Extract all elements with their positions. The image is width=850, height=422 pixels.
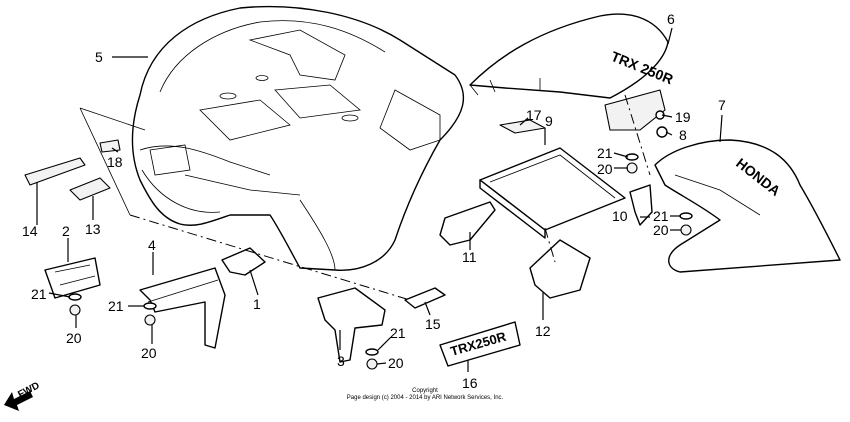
callout-8: 8 (679, 127, 687, 143)
callout-1: 1 (253, 296, 261, 312)
callout-15: 15 (425, 316, 441, 332)
small-label (99, 139, 121, 153)
callout-20-b: 20 (141, 345, 157, 361)
callout-9: 9 (545, 113, 553, 129)
callout-17: 17 (526, 107, 542, 123)
mount-bracket-3 (317, 287, 386, 363)
callout-4: 4 (148, 237, 156, 253)
mount-bracket-1 (221, 247, 266, 276)
callout-11: 11 (462, 249, 477, 265)
grommets (68, 153, 693, 370)
callout-20-d: 20 (597, 161, 613, 177)
callout-21-a: 21 (31, 286, 47, 302)
callout-19: 19 (675, 109, 691, 125)
tool-box (479, 147, 626, 239)
callout-20-e: 20 (653, 222, 669, 238)
side-plate (69, 177, 111, 201)
callout-numbers: 5 6 7 19 8 17 9 21 20 10 21 20 11 12 18 … (22, 11, 726, 391)
emblem: TRX250R (439, 321, 521, 367)
bracket-left (439, 201, 496, 246)
washer-8 (656, 126, 668, 138)
callout-2: 2 (62, 223, 70, 239)
rear-fender-panel: TRX 250R (469, 13, 675, 131)
bracket-10 (629, 184, 653, 226)
clip-15 (404, 287, 446, 309)
callout-12: 12 (535, 323, 551, 339)
callout-7: 7 (718, 97, 726, 113)
callout-6: 6 (667, 11, 675, 27)
copyright-line2: Page design (c) 2004 - 2014 by ARI Netwo… (347, 395, 504, 401)
callout-21-d: 21 (597, 145, 613, 161)
callout-21-e: 21 (653, 208, 669, 224)
callout-3: 3 (337, 353, 345, 369)
copyright-line1: Copyright (412, 388, 438, 394)
callout-18: 18 (107, 154, 123, 170)
rear-fender-body (131, 5, 465, 271)
mount-bracket-2 (44, 257, 101, 299)
callout-21-b: 21 (108, 298, 124, 314)
bracket-right (529, 239, 591, 299)
callout-14: 14 (22, 223, 38, 239)
callout-21-c: 21 (390, 325, 406, 341)
leader-lines (36, 27, 723, 372)
callout-16: 16 (462, 375, 478, 391)
callout-13: 13 (85, 221, 101, 237)
front-fender: HONDA (654, 139, 841, 273)
side-decal (24, 157, 86, 186)
forward-arrow-icon (4, 391, 33, 411)
callout-5: 5 (95, 49, 103, 65)
callout-20-c: 20 (388, 355, 404, 371)
callout-20-a: 20 (66, 330, 82, 346)
forward-direction-indicator: FWD (4, 380, 42, 411)
callout-10: 10 (612, 208, 628, 224)
